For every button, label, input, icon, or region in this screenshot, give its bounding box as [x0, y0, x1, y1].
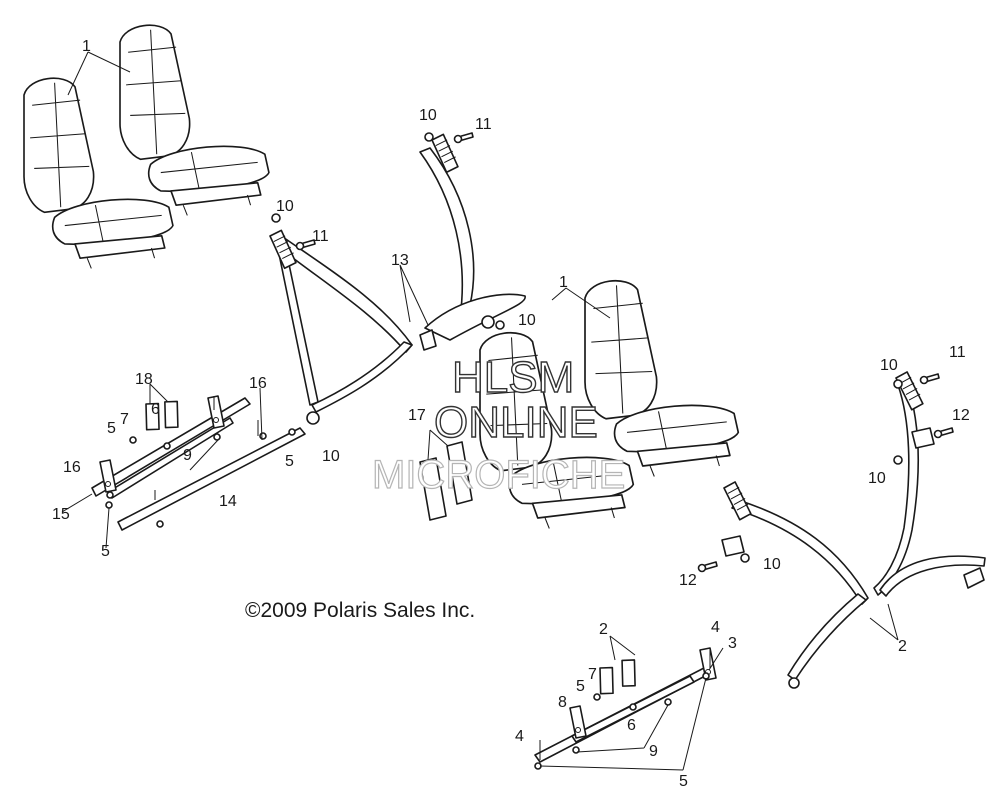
callout-11: 11: [949, 344, 966, 361]
fasteners: [271, 132, 954, 573]
callout-5: 5: [101, 543, 110, 560]
callout-5: 5: [679, 773, 688, 790]
callout-14: 14: [219, 493, 237, 510]
callout-8: 8: [558, 694, 567, 711]
callout-13: 13: [391, 252, 409, 269]
seat-belt-left: [268, 132, 526, 425]
callout-1: 1: [82, 38, 91, 55]
callout-10: 10: [276, 198, 294, 215]
callout-10: 10: [419, 107, 437, 124]
copyright-notice: ©2009 Polaris Sales Inc.: [245, 599, 475, 622]
callout-4: 4: [711, 619, 720, 636]
callout-11: 11: [312, 228, 329, 245]
callout-6: 6: [151, 401, 160, 418]
watermark-line3: MICROFICHE: [372, 453, 625, 497]
callout-6: 6: [627, 717, 636, 734]
callout-7: 7: [120, 411, 129, 428]
callout-7: 7: [588, 666, 597, 683]
callout-2: 2: [898, 638, 907, 655]
leader-lines: [61, 51, 899, 771]
watermark-line2: ONLINE: [434, 398, 598, 447]
callout-10: 10: [868, 470, 886, 487]
callout-10: 10: [322, 448, 340, 465]
seat-right: [584, 279, 740, 478]
callout-11: 11: [475, 116, 492, 133]
mount-rail-right: [534, 647, 717, 770]
callout-5: 5: [107, 420, 116, 437]
seat-left-front: [119, 24, 270, 217]
callout-labels: 1 1 2 2 3 4 4 5 5 5 5 5 6 6 7 7 8 9 9 10…: [52, 38, 970, 790]
pad-right: [446, 441, 473, 505]
callout-18: 18: [135, 371, 153, 388]
callout-10: 10: [880, 357, 898, 374]
callout-16: 16: [63, 459, 81, 476]
callout-5: 5: [576, 678, 585, 695]
callout-9: 9: [649, 743, 658, 760]
callout-16: 16: [249, 375, 267, 392]
callout-1: 1: [559, 274, 568, 291]
mount-rail-left: [91, 395, 306, 531]
callout-2: 2: [599, 621, 608, 638]
callout-15: 15: [52, 506, 70, 523]
callout-9: 9: [183, 447, 192, 464]
callout-17: 17: [408, 407, 426, 424]
watermark: HLSM ONLINE MICROFICHE: [371, 352, 626, 497]
callout-12: 12: [679, 572, 697, 589]
watermark-line1: HLSM: [452, 353, 574, 402]
pad-left: [419, 457, 447, 521]
callout-10: 10: [763, 556, 781, 573]
callout-4: 4: [515, 728, 524, 745]
callout-3: 3: [728, 635, 737, 652]
callout-12: 12: [952, 407, 970, 424]
seat-belt-right: [721, 369, 986, 689]
callout-10: 10: [518, 312, 536, 329]
callout-5: 5: [285, 453, 294, 470]
